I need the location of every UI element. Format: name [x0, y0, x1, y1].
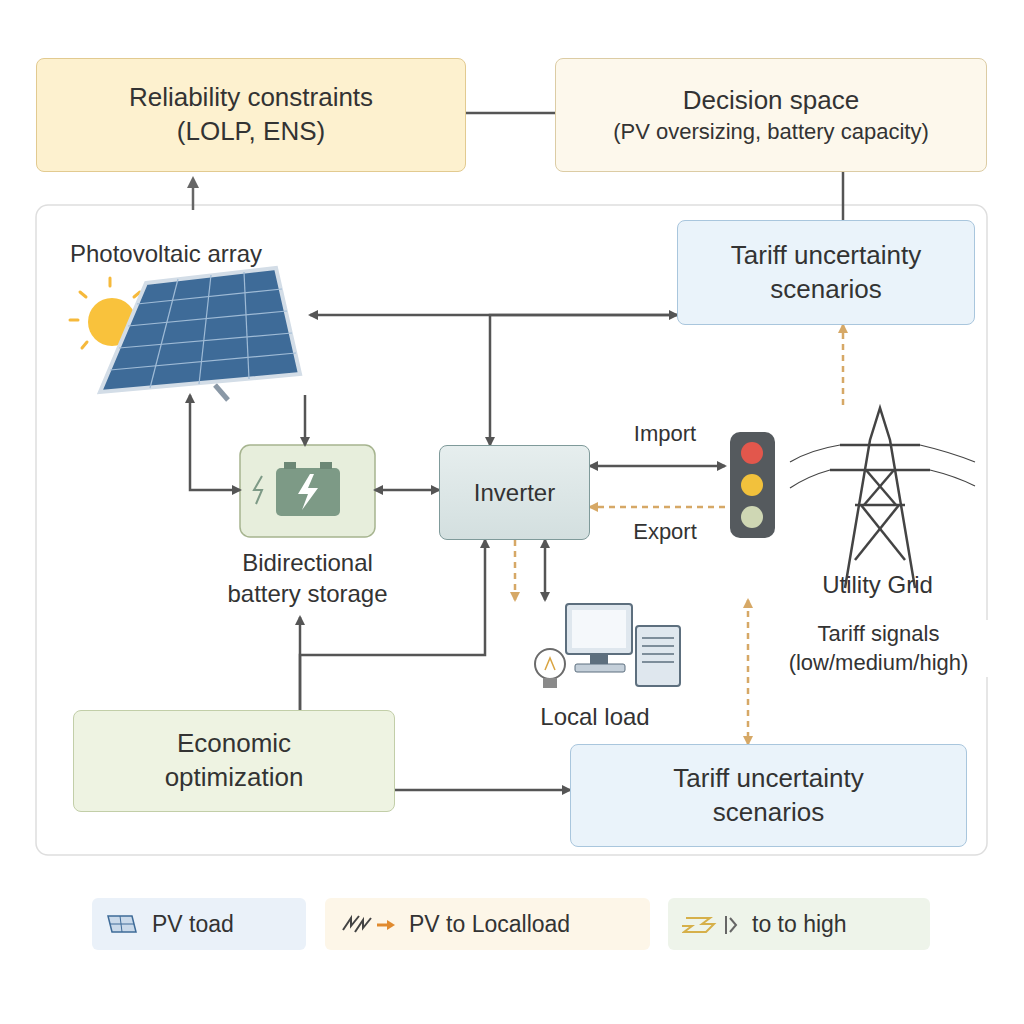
legend-item: PV toad: [92, 898, 306, 950]
traffic-light-icon: [730, 432, 775, 538]
component-node: Bidirectional battery storage: [240, 445, 375, 617]
edge-label: Tariff signals (low/medium/high): [768, 620, 989, 677]
legend-item: to to high: [668, 898, 930, 950]
connector: [514, 540, 517, 600]
component-node: Photovoltaic array: [70, 238, 310, 395]
component-node: Utility Grid: [725, 405, 990, 600]
connector: [842, 172, 845, 220]
battery-icon: [240, 445, 375, 537]
transmission-tower-icon: [790, 408, 975, 588]
edge-label: Export: [612, 518, 718, 547]
legend-text: to to high: [752, 911, 847, 938]
local-load-icon: [535, 604, 680, 688]
legend-icon: [106, 912, 140, 936]
process-box: Inverter: [439, 445, 590, 540]
node-text: Tariff uncertainty scenarios: [649, 762, 889, 830]
node-text: Decision space: [683, 84, 859, 118]
process-box: Tariff uncertainty scenarios: [677, 220, 975, 325]
connector: [190, 395, 240, 490]
node-text: Photovoltaic array: [70, 238, 262, 269]
connector: [747, 600, 750, 744]
connector: [395, 789, 570, 792]
legend-item: PV to Localload: [325, 898, 650, 950]
system-panel: [36, 205, 987, 855]
connector: [590, 465, 725, 468]
legend-text: PV toad: [152, 911, 234, 938]
connector: [544, 540, 547, 600]
legend-icon: [339, 912, 397, 936]
node-text: (PV oversizing, battery capacity): [613, 118, 928, 147]
node-text: Tariff uncertainty scenarios: [706, 239, 946, 307]
node-text: Utility Grid: [822, 569, 933, 600]
connector: [375, 489, 439, 492]
legend-ground: [325, 898, 650, 950]
panel-to-constraints-arrow: [187, 176, 199, 210]
connector: [842, 325, 845, 405]
process-box: Economic optimization: [73, 710, 395, 812]
connector: [304, 395, 307, 445]
node-text: Bidirectional battery storage: [205, 547, 410, 609]
process-box: Decision space(PV oversizing, battery ca…: [555, 58, 987, 172]
edge-label: Import: [612, 420, 718, 449]
connector: [466, 112, 555, 115]
node-text: Local load: [540, 701, 649, 732]
component-node: Local load: [500, 600, 690, 732]
node-text: Reliability constraints (LOLP, ENS): [101, 81, 401, 149]
process-box: Reliability constraints (LOLP, ENS): [36, 58, 466, 172]
legend-icon: [682, 912, 740, 936]
legend-text: PV to Localload: [409, 911, 570, 938]
solar-panel-icon: [100, 268, 300, 400]
legend-ground: [92, 898, 306, 950]
connector: [590, 506, 725, 509]
legend-ground: [668, 898, 930, 950]
node-text: Inverter: [474, 477, 555, 508]
node-text: Economic optimization: [124, 727, 344, 795]
process-box: Tariff uncertainty scenarios: [570, 744, 967, 847]
